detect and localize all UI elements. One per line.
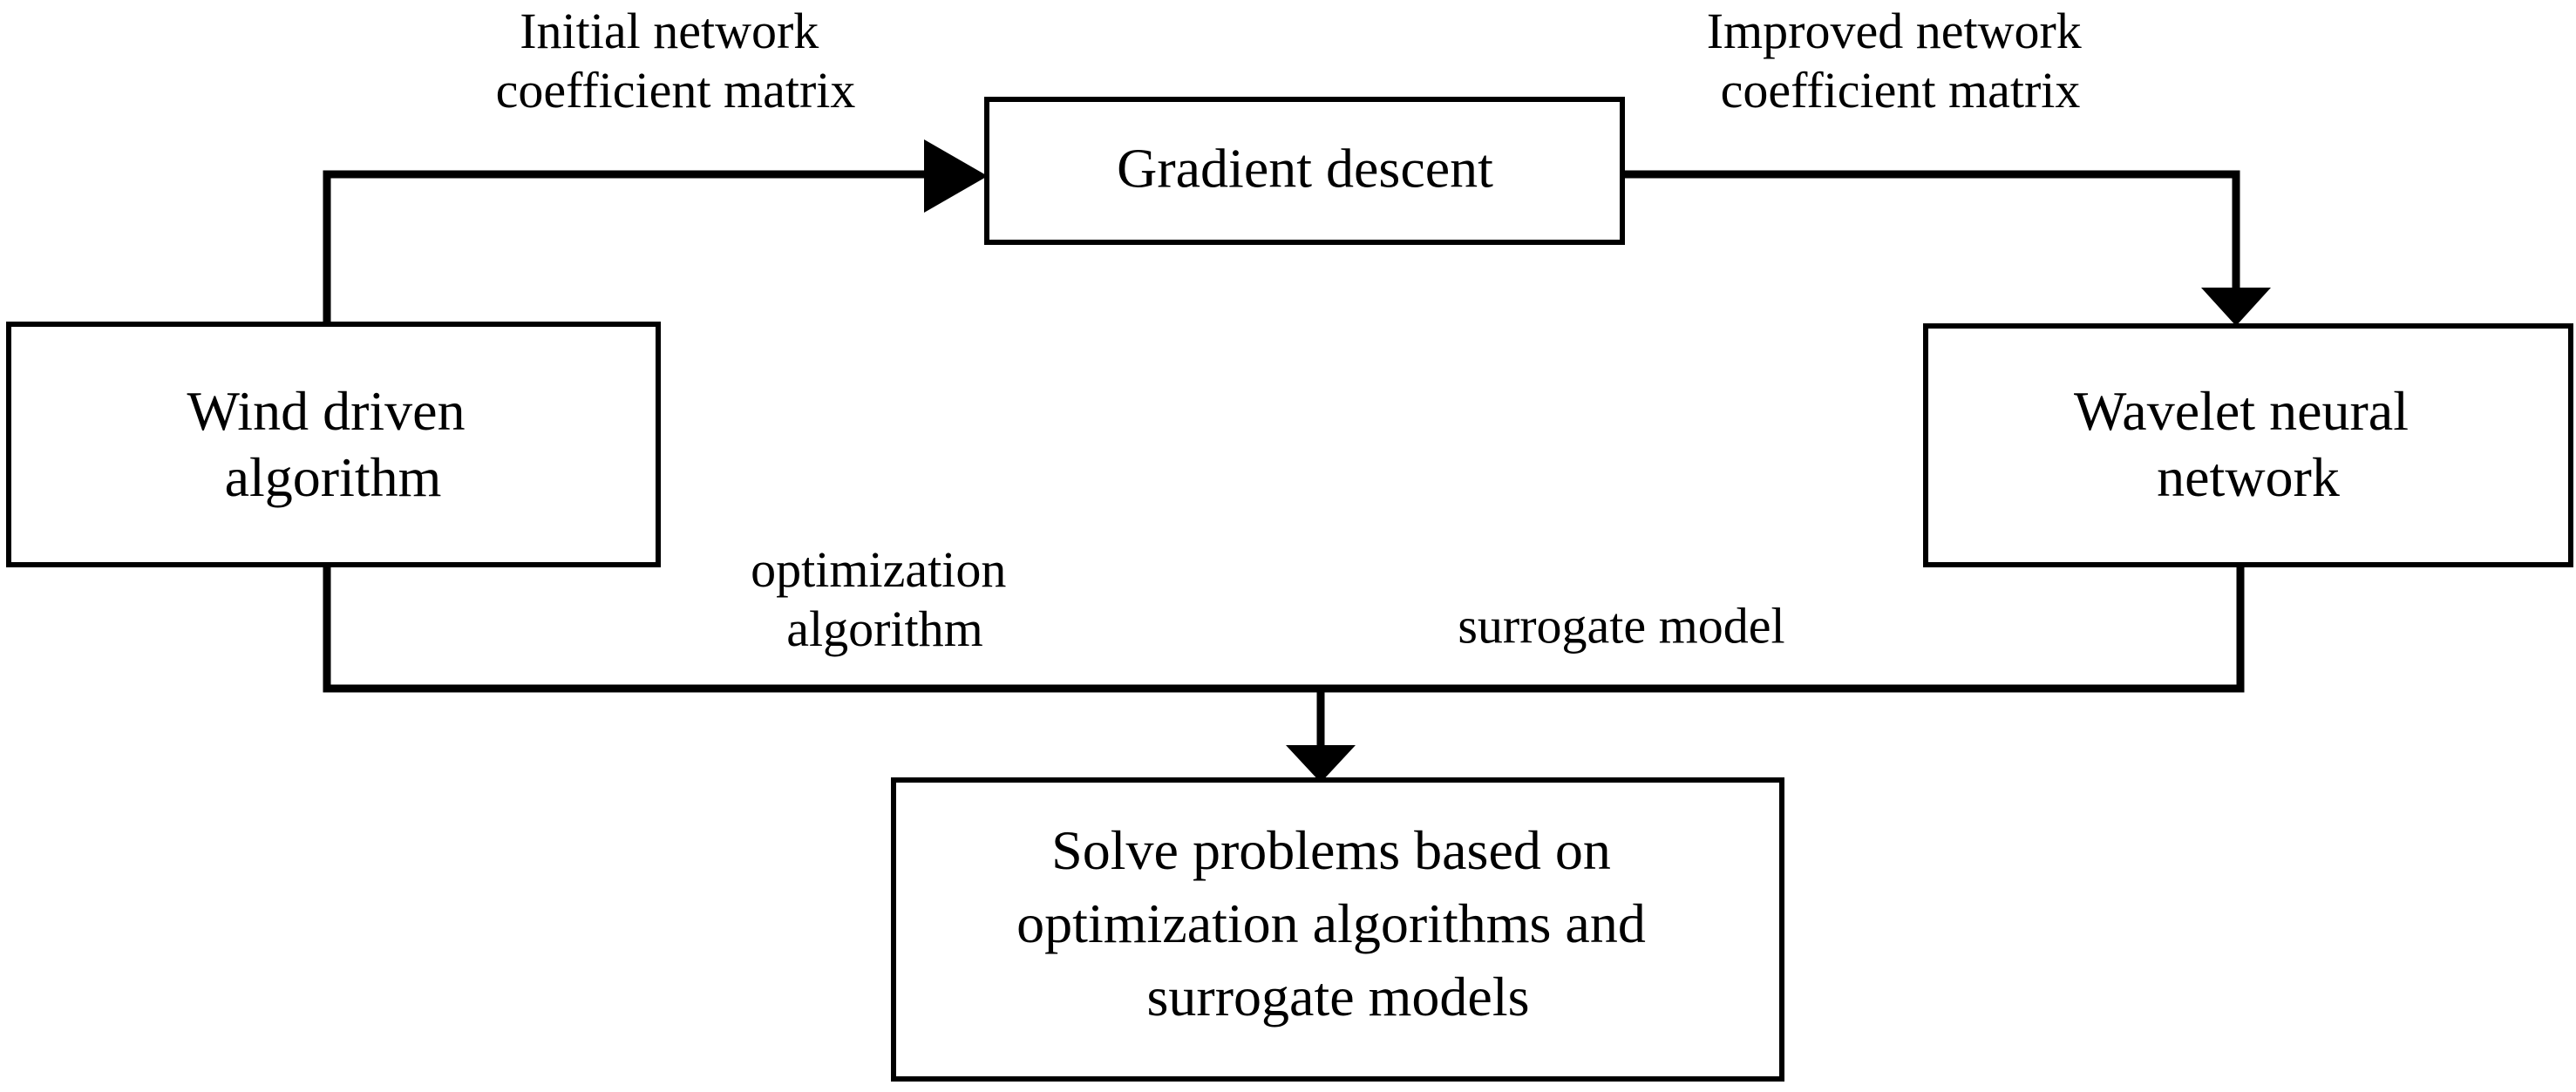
edge-initial-coefficients-arrowhead [924,139,988,213]
edge-initial-network-coefficient-matrix: Initial network coefficient matrix [323,3,988,324]
node-wavelet-neural-network-label: Wavelet neural network [2074,380,2423,508]
edge-optimization-algorithm-arrowhead [1286,745,1356,783]
node-wind-driven-algorithm-box[interactable] [6,322,661,567]
edge-improved-network-coefficient-matrix: Improved network coefficient matrix [1622,3,2271,326]
edge-surrogate-model-line [1321,565,2245,693]
node-wavelet-neural-network-box[interactable] [1923,323,2573,567]
edge-surrogate-model: surrogate model [1321,565,2245,693]
node-solve-problems-label: Solve problems based on optimization alg… [1016,819,1660,1028]
edge-optimization-algorithm-line [323,565,1325,745]
edge-improved-coefficients-line [1622,170,2240,288]
edge-initial-coefficients-line [323,170,924,324]
edge-optimization-algorithm: optimization algorithm [323,541,1356,783]
edge-label-improved-coefficients: Improved network coefficient matrix [1707,3,2095,119]
node-solve-problems-box[interactable] [891,777,1784,1082]
edge-label-optimization-algorithm: optimization algorithm [751,541,1019,657]
node-wind-driven-algorithm[interactable]: Wind driven algorithm [6,322,661,567]
node-wind-driven-algorithm-label: Wind driven algorithm [187,380,479,508]
edge-label-initial-coefficients: Initial network coefficient matrix [496,3,856,119]
node-gradient-descent-box[interactable] [984,97,1625,245]
node-gradient-descent-label: Gradient descent [1117,138,1493,200]
node-solve-problems[interactable]: Solve problems based on optimization alg… [891,777,1784,1082]
node-wavelet-neural-network[interactable]: Wavelet neural network [1923,323,2573,567]
edge-improved-coefficients-arrowhead [2201,288,2271,326]
edge-label-surrogate-model: surrogate model [1458,597,1784,654]
node-gradient-descent[interactable]: Gradient descent [984,97,1625,245]
